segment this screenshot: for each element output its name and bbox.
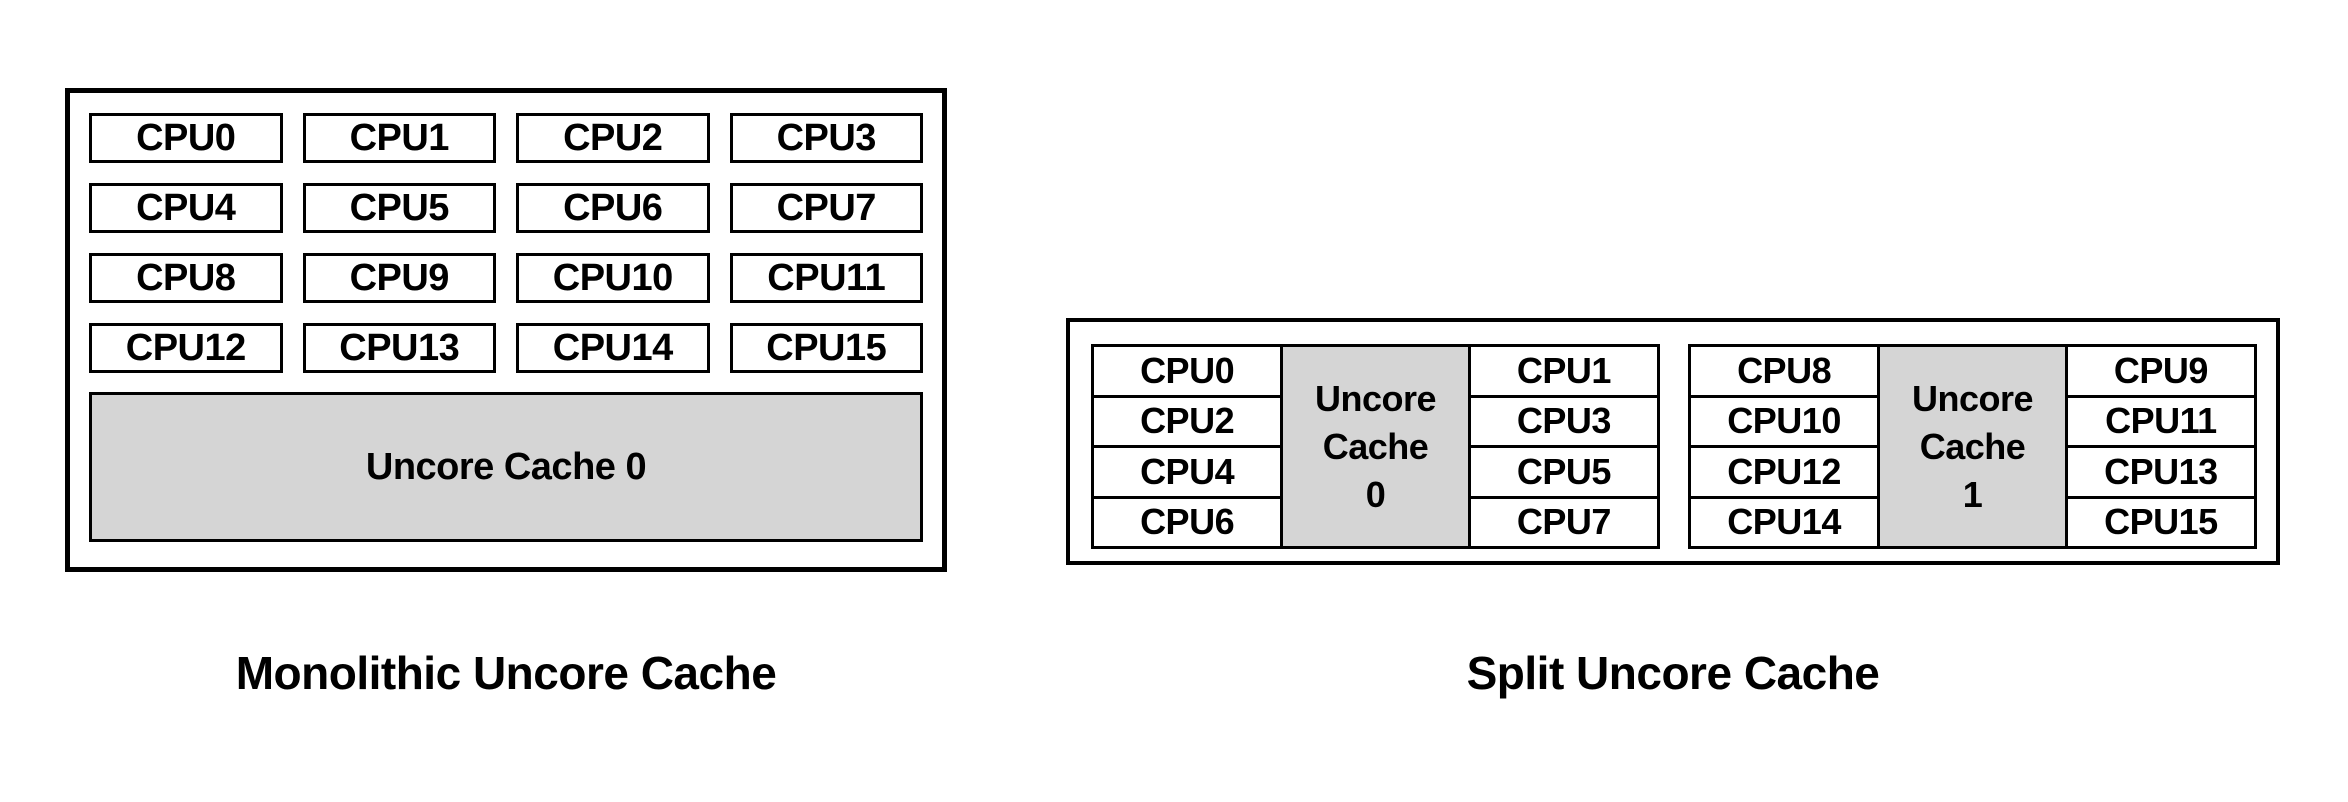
uncore-cache-0-box: Uncore Cache 0 <box>89 392 923 542</box>
cpu-box: CPU6 <box>516 183 710 233</box>
cpu-box: CPU10 <box>1691 394 1878 446</box>
uncore-cache-label-line: 0 <box>1365 473 1386 515</box>
uncore-cache-label-line: Cache <box>1919 425 2026 467</box>
uncore-cache-1-box: Uncore Cache 1 <box>1880 344 2065 549</box>
cpu-box: CPU9 <box>2113 349 2209 391</box>
cpu-box: CPU10 <box>516 253 710 303</box>
cpu-box: CPU0 <box>89 113 283 163</box>
cpu-box: CPU5 <box>302 183 496 233</box>
cpu-box: CPU1 <box>302 113 496 163</box>
cpu-box: CPU13 <box>302 323 496 373</box>
cpu-box: CPU2 <box>1094 394 1281 446</box>
cpu-box: CPU15 <box>729 323 923 373</box>
cpu-box: CPU11 <box>2067 394 2254 446</box>
cpu-box: CPU11 <box>729 253 923 303</box>
cpu-box: CPU14 <box>1691 495 1878 547</box>
cpu-box: CPU4 <box>89 183 283 233</box>
cpu-box: CPU3 <box>1470 394 1657 446</box>
split-group-1: CPU8 CPU10 CPU12 CPU14 Uncore Cache 1 CP… <box>1688 344 2257 549</box>
split-group-1-right-cpu-column: CPU9 CPU11 CPU13 CPU15 <box>2064 344 2257 549</box>
split-group-0-left-cpu-column: CPU0 CPU2 CPU4 CPU6 <box>1091 344 1284 549</box>
cpu-box: CPU0 <box>1140 349 1235 391</box>
uncore-cache-label-line: 1 <box>1962 473 1983 515</box>
uncore-cache-label-line: Uncore <box>1911 377 2034 419</box>
cpu-box: CPU13 <box>2067 445 2254 496</box>
cpu-box: CPU7 <box>729 183 923 233</box>
cpu-box: CPU6 <box>1094 495 1281 547</box>
cpu-box: CPU7 <box>1470 495 1657 547</box>
split-caption: Split Uncore Cache <box>1466 647 1880 699</box>
cpu-box: CPU15 <box>2067 495 2254 547</box>
cpu-box: CPU4 <box>1094 445 1281 496</box>
cpu-box: CPU14 <box>516 323 710 373</box>
split-group-0-right-cpu-column: CPU1 CPU3 CPU5 CPU7 <box>1467 344 1660 549</box>
uncore-cache-0-box: Uncore Cache 0 <box>1283 344 1468 549</box>
cpu-box: CPU8 <box>1737 349 1832 391</box>
split-group-1-left-cpu-column: CPU8 CPU10 CPU12 CPU14 <box>1688 344 1881 549</box>
uncore-cache-label-line: Uncore <box>1314 377 1437 419</box>
uncore-cache-label-line: Cache <box>1322 425 1429 467</box>
cpu-box: CPU1 <box>1516 349 1612 391</box>
split-uncore-diagram: CPU0 CPU2 CPU4 CPU6 Uncore Cache 0 CPU1 … <box>1066 318 2280 565</box>
monolithic-uncore-diagram: CPU0 CPU1 CPU2 CPU3 CPU4 CPU5 CPU6 CPU7 … <box>65 88 947 572</box>
cpu-box: CPU9 <box>302 253 496 303</box>
monolithic-cpu-grid: CPU0 CPU1 CPU2 CPU3 CPU4 CPU5 CPU6 CPU7 … <box>89 113 923 373</box>
cpu-box: CPU5 <box>1470 445 1657 496</box>
monolithic-caption: Monolithic Uncore Cache <box>235 647 777 699</box>
cpu-box: CPU3 <box>729 113 923 163</box>
cpu-box: CPU2 <box>516 113 710 163</box>
cpu-box: CPU8 <box>89 253 283 303</box>
cpu-box: CPU12 <box>89 323 283 373</box>
split-group-0: CPU0 CPU2 CPU4 CPU6 Uncore Cache 0 CPU1 … <box>1091 344 1660 549</box>
cpu-box: CPU12 <box>1691 445 1878 496</box>
